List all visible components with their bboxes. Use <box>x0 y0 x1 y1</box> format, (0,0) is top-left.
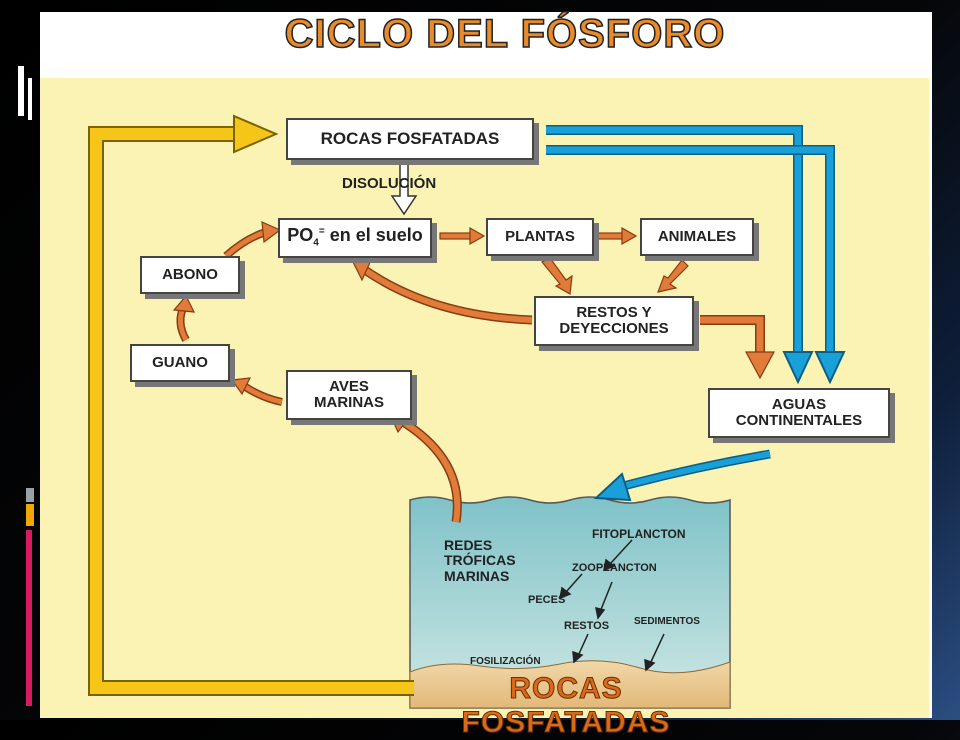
label-zooplancton: ZOOPLANCTON <box>572 562 657 574</box>
node-restos-y-deyecciones: RESTOS Y DEYECCIONES <box>534 296 694 346</box>
disolucion-arrow <box>390 159 418 216</box>
node-rocas-fosfatadas-top: ROCAS FOSFATADAS <box>286 118 534 160</box>
decorative-bar <box>26 504 34 526</box>
node-animales: ANIMALES <box>640 218 754 256</box>
node-aves-marinas: AVES MARINAS <box>286 370 412 420</box>
node-label: ANIMALES <box>657 228 737 246</box>
label-sedimentos: SEDIMENTOS <box>634 616 700 627</box>
label-restos-sea: RESTOS <box>564 620 610 632</box>
node-guano: GUANO <box>130 344 230 382</box>
label-redes-troficas: REDES TRÓFICAS MARINAS <box>444 537 516 584</box>
node-label: ROCAS FOSFATADAS <box>320 129 500 149</box>
orange-flow-arrows <box>439 226 689 295</box>
sea-water <box>409 496 731 709</box>
node-label: AVES MARINAS <box>314 378 384 411</box>
sea-floor-rocks <box>409 660 731 709</box>
decorative-bar <box>26 488 34 502</box>
label-peces: PECES <box>528 594 566 606</box>
node-label: RESTOS Y DEYECCIONES <box>559 304 669 337</box>
node-label: ABONO <box>162 266 218 284</box>
node-label: GUANO <box>152 354 208 372</box>
page-title: CICLO DEL FÓSFORO <box>284 11 726 57</box>
decorative-bar <box>28 78 32 120</box>
node-label: AGUAS CONTINENTALES <box>735 396 863 429</box>
node-po4-en-el-suelo: PO4= en el suelo <box>278 218 432 258</box>
node-aguas-continentales: AGUAS CONTINENTALES <box>708 388 890 438</box>
node-label: PO4= en el suelo <box>287 225 423 250</box>
node-plantas: PLANTAS <box>486 218 594 256</box>
blue-runoff-arrows <box>546 125 835 358</box>
label-disolucion: DISOLUCIÓN <box>342 175 437 192</box>
cycle-diagram <box>88 114 846 709</box>
node-label: PLANTAS <box>505 228 575 246</box>
decorative-bar <box>26 530 32 706</box>
label-fitoplancton: FITOPLANCTON <box>592 527 686 541</box>
yellow-arrowhead <box>233 114 279 154</box>
label-fosilizacion: FOSILIZACIÓN <box>470 656 541 667</box>
label-rocas-fosfatadas-bottom: ROCAS FOSFATADAS <box>461 672 671 740</box>
decorative-bar <box>18 66 24 116</box>
sea-food-chain-arrows <box>558 539 665 672</box>
node-abono: ABONO <box>140 256 240 294</box>
